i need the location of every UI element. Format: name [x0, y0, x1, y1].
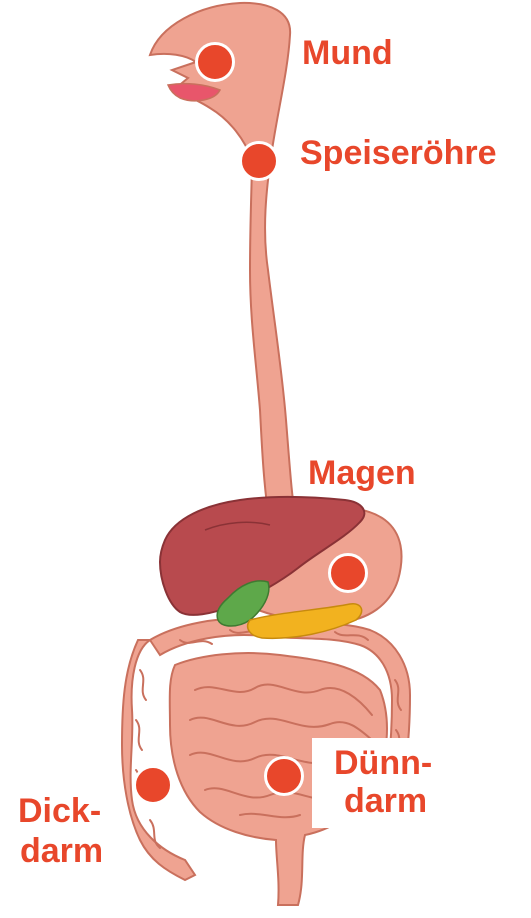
marker-mund [195, 42, 235, 82]
mouth-cavity [150, 3, 296, 525]
marker-duenndarm [264, 756, 304, 796]
marker-speiseroehre [239, 141, 279, 181]
label-duenndarm-line1: Dünn- [334, 744, 432, 782]
label-dickdarm-line1: Dick- [18, 792, 101, 830]
marker-dickdarm [133, 765, 173, 805]
label-speiseroehre: Speiseröhre [300, 134, 497, 172]
marker-magen [328, 553, 368, 593]
label-dickdarm-line2: darm [20, 832, 103, 870]
label-mund: Mund [302, 34, 393, 72]
label-duenndarm-box: Dünn- darm [312, 738, 452, 828]
label-duenndarm-line2: darm [344, 782, 427, 820]
label-magen: Magen [308, 454, 416, 492]
